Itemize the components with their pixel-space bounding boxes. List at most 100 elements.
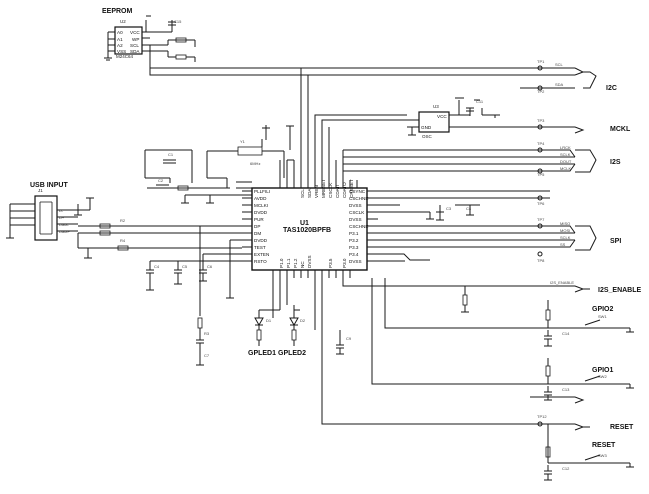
u1-pin-bottom-0: P1.0 [279,258,284,268]
gpio1-section: GPIO1 SW2 C13 [371,278,634,404]
crystal-ref: Y1 [240,139,246,144]
svg-text:TP12: TP12 [537,414,547,419]
svg-text:C13: C13 [562,387,570,392]
main-ic-u1 [251,187,368,271]
svg-text:C11: C11 [476,99,484,104]
resistor-r7 [291,329,297,341]
reset-right-label: RESET [610,424,634,431]
oscillator-block: U3 OSC VCC GND C11 TP3 MCKL [407,97,631,139]
resistor-r2 [99,223,111,229]
u1-pin-top-1: SDA [307,188,312,198]
u1-pin-top-6: CDATO [342,182,347,198]
u1-pin-top-5: CDATI [335,185,340,198]
spi-net-3: SS [560,242,566,247]
eeprom-part: M24C64 [116,54,134,59]
i2s-section: LRCK SCLK DOUT MCLK TP4 TP5 I2S TP6 C3 C… [343,141,621,221]
u1-pin-left-0: PLLFILI [254,189,270,194]
u1-pin-right-0: CSYNC [349,189,366,194]
left-passives: R3 C7 C4 C5 C6 [146,225,242,366]
eeprom-pin-a2: A2 [117,43,123,48]
i2s-net-2: DOUT [560,159,572,164]
osc-pin-gnd: GND [421,125,432,130]
svg-text:TP1: TP1 [537,59,545,64]
i2s-enable-label: I2S_ENABLE [598,287,642,294]
svg-text:TP3: TP3 [537,118,545,123]
usb-input-label: USB INPUT [30,182,68,189]
u1-pin-bottom-6: P3.0 [342,258,347,268]
eeprom-label: EEPROM [102,8,133,15]
svg-text:C14: C14 [562,331,570,336]
gpio2-label: GPIO2 [592,306,614,313]
u1-pin-top-4: CSCLK [328,182,333,198]
reset-section: TP12 RESET RESET SW3 C12 [321,278,634,481]
u1-pin-left-10: RSTO [254,259,267,264]
u1-pin-right-7: P3.2 [349,238,359,243]
main-ic-block: U1 TAS1020BPFB PLLFILI AVDD MCLKI DVDD P… [242,68,407,278]
resistor-r12 [545,446,551,458]
eeprom-pin-a1: A1 [117,37,123,42]
spi-label: SPI [610,238,621,245]
u1-pin-right-9: P3.4 [349,252,359,257]
i2s-label: I2S [610,159,621,166]
gpled1-label: GPLED1 [248,350,276,357]
u1-pin-left-3: DVDD [254,210,268,215]
resistor-r10 [545,309,551,321]
power-symbols [264,97,480,129]
svg-text:SW2: SW2 [598,374,607,379]
u1-pin-left-4: PUR [254,217,264,222]
u1-pin-left-6: DM [254,231,261,236]
u1-pin-right-1: CSCHNE [349,196,368,201]
i2c-label: I2C [606,85,617,92]
spi-net-1: MOSI [560,228,570,233]
gpio2-section: GPIO2 SW1 C14 [384,278,634,347]
svg-text:TP5: TP5 [537,172,545,177]
osc-pin-vcc: VCC [437,114,447,119]
usb-ref: J1 [38,188,43,193]
crystal-block: Y1 6MHz C1 C2 [144,127,285,204]
svg-text:TP4: TP4 [537,141,545,146]
eeprom-pin-a0: A0 [117,30,123,35]
crystal-value: 6MHz [250,161,260,166]
u1-pin-top-7: CRESET [349,179,354,198]
u1-pin-left-5: DP [254,224,260,229]
spi-net-2: SCLK [560,235,571,240]
u1-pin-bottom-4: DVSS [307,255,312,268]
svg-text:C1: C1 [168,152,174,157]
resistor-r8 [175,37,187,43]
resistor-r3 [197,317,203,329]
oscillator-part: OSC [422,134,433,139]
svg-text:SCL: SCL [555,62,564,67]
svg-text:C3: C3 [446,206,452,211]
main-ic-part: TAS1020BPFB [283,227,331,234]
main-ic-ref: U1 [300,220,309,227]
svg-text:C6: C6 [207,264,213,269]
svg-text:R2: R2 [120,218,126,223]
eeprom-pin-sda: SDA [130,49,140,54]
spi-section: MISO MOSI SCLK SS TP7 TP8 SPI [378,217,621,263]
u1-pin-right-5: CSCHNE [349,224,368,229]
svg-text:TP7: TP7 [537,217,545,222]
svg-text:C4: C4 [154,264,160,269]
u1-pin-top-2: VREN [314,185,319,198]
gpio1-label: GPIO1 [592,367,614,374]
u1-pin-right-6: P3.1 [349,231,359,236]
svg-text:C15: C15 [174,19,182,24]
usb-connector-j1 [34,195,58,241]
svg-text:SDA: SDA [555,82,564,87]
i2c-section: TP1 TP2 SCL SDA I2C [520,59,617,94]
u1-pin-right-2: DVSS [349,203,362,208]
u1-pin-left-8: TEST [254,245,266,250]
spi-net-0: MISO [560,221,570,226]
svg-text:SW3: SW3 [598,453,607,458]
u1-pin-left-2: MCLKI [254,203,268,208]
mckl-label: MCKL [610,126,631,133]
gpled2-label: GPLED2 [278,350,306,357]
u1-pin-right-10: DVSS [349,259,362,264]
svg-text:C7: C7 [204,353,210,358]
resistor-r10b [117,245,129,251]
u1-pin-bottom-1: P1.1 [286,258,291,268]
svg-text:C2: C2 [158,178,164,183]
eeprom-pin-wp: WP [132,37,139,42]
resistor-r6 [256,329,262,341]
i2s-net-3: MCLK [560,166,571,171]
